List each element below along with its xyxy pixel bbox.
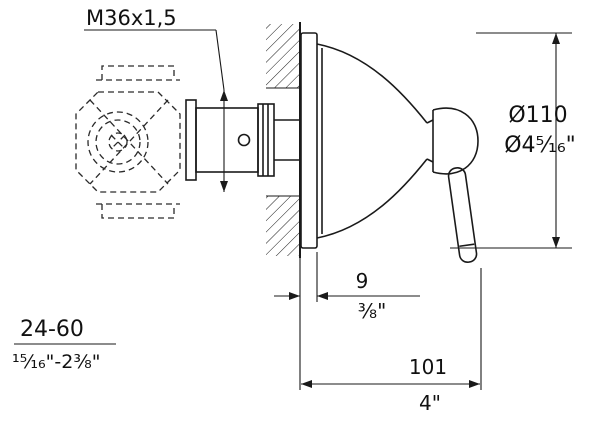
wall-hatch-bottom bbox=[266, 196, 299, 256]
wall-section bbox=[266, 22, 301, 258]
neck-bottom bbox=[426, 158, 434, 163]
valve-body-roughin bbox=[75, 65, 181, 219]
trim-assembly bbox=[300, 32, 479, 263]
depth-metric-label: 9 bbox=[356, 269, 369, 293]
bell-bottom-profile bbox=[316, 158, 428, 239]
cap-dome bbox=[432, 107, 479, 175]
valve-screw-slot-2 bbox=[110, 134, 126, 150]
thread-size-label: M36x1,5 bbox=[86, 6, 177, 30]
stem-flange bbox=[185, 99, 197, 181]
valve-stem bbox=[185, 99, 301, 181]
valve-body-bottom-cap bbox=[101, 204, 175, 219]
valve-body-diagonal-2 bbox=[89, 99, 169, 185]
valve-screw-slot-1 bbox=[110, 134, 126, 150]
range-imperial-label: ¹⁵⁄₁₆"-2³⁄₈" bbox=[12, 351, 100, 373]
diameter-metric-label: Ø110 bbox=[508, 103, 567, 128]
stem-thread-band bbox=[257, 103, 275, 177]
dimension-lines bbox=[14, 29, 572, 390]
bell-top-profile bbox=[316, 43, 428, 124]
length-metric-label: 101 bbox=[409, 355, 447, 379]
dimension-labels: M36x1,5 Ø110 Ø4⁵⁄₁₆" 9 ³⁄₈" 101 4" 24-60… bbox=[12, 6, 576, 415]
neck-top bbox=[426, 119, 434, 124]
stem-cylinder bbox=[195, 107, 259, 173]
valve-body-top-cap bbox=[101, 65, 175, 80]
lever-handle bbox=[447, 167, 478, 263]
valve-body-diagonal-1 bbox=[89, 99, 169, 185]
thread-leader bbox=[215, 29, 225, 91]
valve-body-circle-inner bbox=[108, 132, 128, 152]
lever-collar-line bbox=[459, 243, 475, 248]
depth-imperial-label: ³⁄₈" bbox=[358, 299, 387, 323]
escutcheon-plate bbox=[300, 32, 318, 249]
lever-body bbox=[447, 167, 478, 263]
range-metric-label: 24-60 bbox=[20, 317, 84, 342]
valve-body-octagon bbox=[75, 91, 181, 193]
length-imperial-label: 4" bbox=[419, 391, 441, 415]
diameter-imperial-label: Ø4⁵⁄₁₆" bbox=[504, 133, 576, 158]
valve-body-circle-outer bbox=[87, 111, 149, 173]
valve-body-circle-mid bbox=[95, 119, 141, 165]
wall-hatch-top bbox=[266, 24, 299, 88]
stem-hole bbox=[237, 133, 251, 147]
